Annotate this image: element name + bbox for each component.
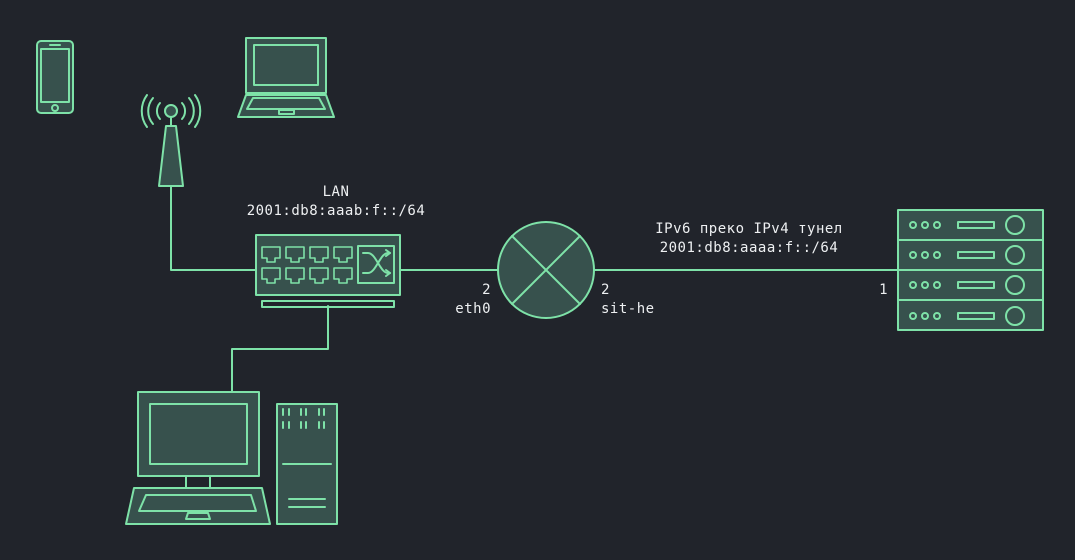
server-port-number: 1 [879, 282, 888, 298]
server-rack-icon [897, 209, 1044, 331]
lan-prefix: 2001:db8:aaab:f::/64 [247, 203, 426, 219]
router-left-port-number: 2 [482, 282, 491, 298]
monitor [137, 391, 260, 489]
router-right-port-number: 2 [601, 282, 610, 298]
router-right-port-name: sit-he [601, 301, 655, 317]
server-unit-2 [909, 245, 1025, 265]
laptop-icon [237, 37, 335, 118]
tunnel-title: IPv6 преко IPv4 тунел [655, 221, 843, 237]
server-unit-3 [909, 275, 1025, 295]
switch-to-desktop-link [231, 305, 329, 393]
computer-tower [276, 403, 338, 525]
keyboard [125, 487, 271, 525]
server-unit-4 [909, 306, 1025, 326]
smartphone-icon [36, 40, 74, 114]
server-unit-1 [909, 215, 1025, 235]
connection-lines [170, 185, 899, 393]
network-switch-icon [255, 234, 401, 308]
router-icon [497, 221, 595, 319]
tunnel-prefix: 2001:db8:aaaa:f::/64 [660, 240, 839, 256]
lan-title: LAN [323, 184, 350, 200]
router-left-port-name: eth0 [455, 301, 491, 317]
wireless-antenna-icon [140, 94, 202, 187]
switch-ports [261, 246, 353, 284]
switch-crossing-arrows-icon [357, 245, 395, 284]
antenna-to-switch-link [170, 185, 257, 271]
desktop-computer-icon [125, 391, 338, 525]
